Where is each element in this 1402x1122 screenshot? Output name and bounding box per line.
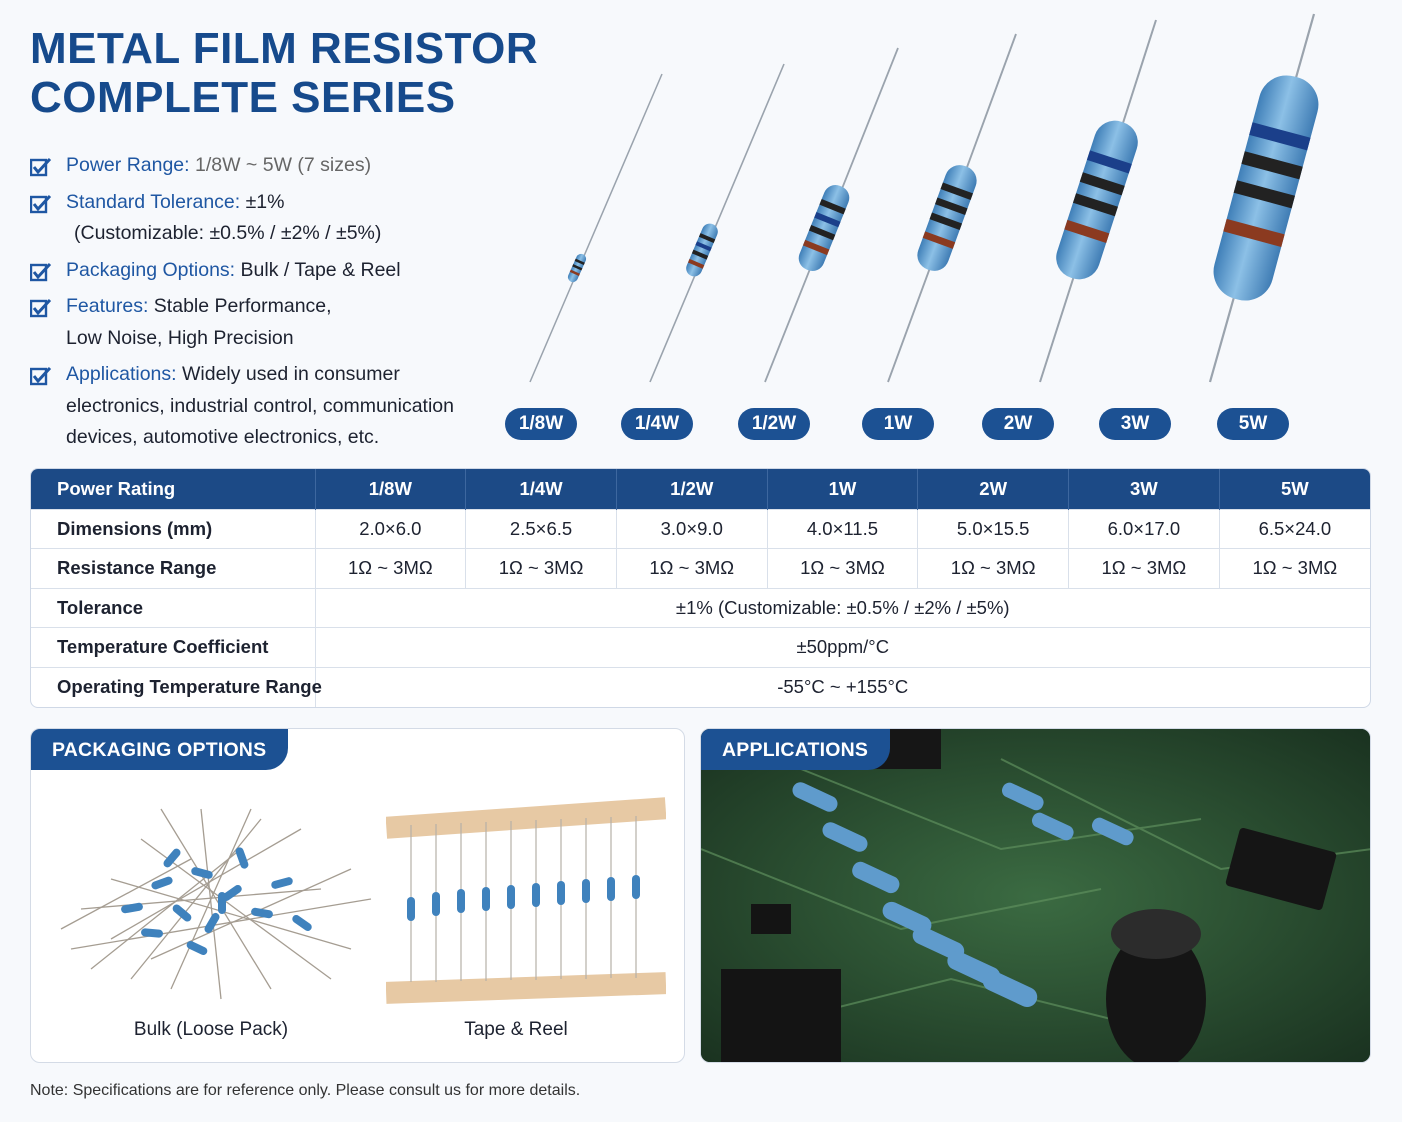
checkbox-icon <box>30 194 52 213</box>
feature-packaging: Packaging Options: Bulk / Tape & Reel <box>30 255 500 287</box>
table-cell: 1Ω ~ 3MΩ <box>767 548 919 588</box>
row-label: Resistance Range <box>31 548 316 588</box>
resistor-1-2w-image <box>764 47 899 383</box>
table-row: Dimensions (mm) 2.0×6.0 2.5×6.5 3.0×9.0 … <box>31 508 1370 549</box>
page-title: METAL FILM RESISTOR COMPLETE SERIES <box>30 24 538 122</box>
table-cell: 1Ω ~ 3MΩ <box>315 548 467 588</box>
feature-performance: Features: Stable Performance, Low Noise,… <box>30 291 500 354</box>
spec-header-cell: Power Rating <box>31 469 316 509</box>
feature-power-range: Power Range: 1/8W ~ 5W (7 sizes) <box>30 150 500 182</box>
table-cell: 1Ω ~ 3MΩ <box>917 548 1070 588</box>
resistor-illustrations <box>529 13 1319 383</box>
table-row: Tolerance ±1% (Customizable: ±0.5% / ±2%… <box>31 587 1370 628</box>
spec-table: Power Rating 1/8W 1/4W 1/2W 1W 2W 3W 5W … <box>30 468 1371 708</box>
table-cell: -55°C ~ +155°C <box>315 666 1370 707</box>
table-cell: 6.5×24.0 <box>1219 508 1370 549</box>
feature-list: Power Range: 1/8W ~ 5W (7 sizes) Standar… <box>30 150 500 459</box>
row-label: Temperature Coefficient <box>31 627 316 667</box>
resistor-1-4w-image <box>649 63 785 383</box>
packaging-tab: PACKAGING OPTIONS <box>31 729 289 770</box>
feature-applications: Applications: Widely used in consumer el… <box>30 359 500 454</box>
bulk-caption: Bulk (Loose Pack) <box>133 1019 289 1040</box>
badge-5w: 5W <box>1217 408 1289 440</box>
spec-header-cell: 1W <box>767 469 919 509</box>
table-row: Temperature Coefficient ±50ppm/°C <box>31 627 1370 667</box>
table-row: Resistance Range 1Ω ~ 3MΩ 1Ω ~ 3MΩ 1Ω ~ … <box>31 548 1370 588</box>
table-cell: 5.0×15.5 <box>917 508 1070 549</box>
checkbox-icon <box>30 366 52 386</box>
table-cell: 6.0×17.0 <box>1068 508 1220 549</box>
spec-header-cell: 2W <box>917 469 1070 509</box>
table-cell: 1Ω ~ 3MΩ <box>1219 548 1370 588</box>
badge-1-2w: 1/2W <box>738 408 810 440</box>
spec-header-cell: 1/8W <box>315 469 467 509</box>
applications-tab: APPLICATIONS <box>701 729 891 770</box>
tape-caption: Tape & Reel <box>464 1019 568 1040</box>
spec-header-cell: 1/4W <box>465 469 617 509</box>
power-badges: 1/8W 1/4W 1/2W 1W 2W 3W 5W <box>0 408 1402 442</box>
bulk-resistors-image <box>60 808 372 1000</box>
resistor-2w-image <box>1039 19 1157 383</box>
badge-3w: 3W <box>1099 408 1171 440</box>
title-line-2: COMPLETE SERIES <box>30 73 456 122</box>
badge-2w: 2W <box>982 408 1054 440</box>
table-cell: 1Ω ~ 3MΩ <box>1068 548 1220 588</box>
footer-note: Note: Specifications are for reference o… <box>30 1082 581 1099</box>
badge-1-8w: 1/8W <box>505 408 577 440</box>
table-row: Operating Temperature Range -55°C ~ +155… <box>31 666 1370 707</box>
badge-1w: 1W <box>862 408 934 440</box>
checkbox-icon <box>30 298 52 318</box>
packaging-panel: PACKAGING OPTIONS <box>30 728 685 1063</box>
table-cell: ±1% (Customizable: ±0.5% / ±2% / ±5%) <box>315 587 1370 628</box>
spec-header-cell: 1/2W <box>616 469 768 509</box>
checkbox-icon <box>30 157 52 177</box>
title-line-1: METAL FILM RESISTOR <box>30 24 539 73</box>
pcb-image <box>701 729 1370 1062</box>
spec-header-row: Power Rating 1/8W 1/4W 1/2W 1W 2W 3W 5W <box>31 469 1370 509</box>
row-label: Operating Temperature Range <box>31 666 322 707</box>
resistor-5w-image <box>1208 13 1319 383</box>
resistor-1-8w-image <box>529 73 663 383</box>
checkbox-icon <box>30 262 52 281</box>
spec-header-cell: 3W <box>1068 469 1220 509</box>
row-label: Dimensions (mm) <box>31 508 316 549</box>
badge-1-4w: 1/4W <box>621 408 693 440</box>
resistor-1w-image <box>887 33 1017 383</box>
table-cell: 2.0×6.0 <box>315 508 467 549</box>
spec-header-cell: 5W <box>1219 469 1370 509</box>
table-cell: 4.0×11.5 <box>767 508 919 549</box>
table-cell: 1Ω ~ 3MΩ <box>465 548 617 588</box>
table-cell: 1Ω ~ 3MΩ <box>616 548 768 588</box>
applications-panel: APPLICATIONS <box>700 728 1371 1063</box>
table-cell: 3.0×9.0 <box>616 508 768 549</box>
row-label: Tolerance <box>31 587 316 628</box>
table-cell: 2.5×6.5 <box>465 508 617 549</box>
feature-tolerance: Standard Tolerance: ±1% (Customizable: ±… <box>30 187 500 250</box>
table-cell: ±50ppm/°C <box>315 627 1370 667</box>
tape-reel-image <box>386 797 666 1004</box>
